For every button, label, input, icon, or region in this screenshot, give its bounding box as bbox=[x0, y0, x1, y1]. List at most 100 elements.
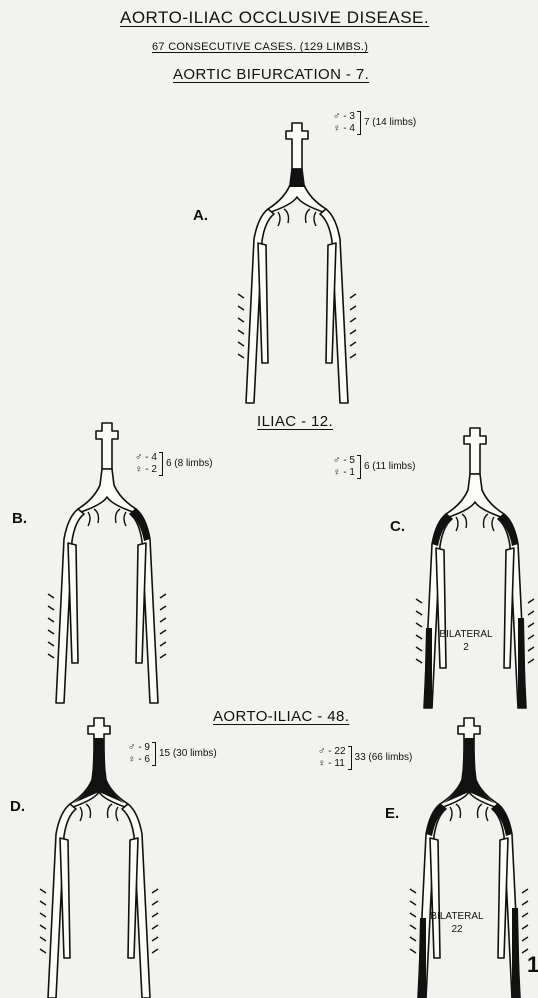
collateral-tick bbox=[160, 606, 166, 610]
collateral-tick bbox=[528, 659, 534, 663]
collateral-tick bbox=[522, 913, 528, 917]
collateral-tick bbox=[528, 623, 534, 627]
stats-b-total: 6 (8 limbs) bbox=[166, 458, 213, 470]
left-internal-iliac bbox=[80, 804, 91, 821]
collateral-tick bbox=[238, 306, 244, 310]
collateral-tick bbox=[152, 889, 158, 893]
label-e: E. bbox=[385, 805, 399, 822]
collateral-tick bbox=[528, 611, 534, 615]
vessel-diagram-d bbox=[34, 708, 164, 998]
collateral-tick bbox=[48, 654, 54, 658]
right-internal-iliac bbox=[478, 804, 489, 821]
collateral-tick bbox=[410, 937, 416, 941]
collateral-tick bbox=[152, 925, 158, 929]
right-internal-iliac bbox=[108, 804, 119, 821]
stats-d-total: 15 (30 limbs) bbox=[159, 748, 217, 760]
label-d: D. bbox=[10, 798, 25, 815]
right-profunda bbox=[128, 838, 138, 958]
vessel-diagram-e bbox=[404, 708, 534, 998]
collateral-tick bbox=[410, 949, 416, 953]
collateral-tick bbox=[40, 913, 46, 917]
stats-e-female: ♀ - 11 bbox=[318, 758, 346, 770]
collateral-tick bbox=[410, 901, 416, 905]
bilateral-note-c-label: BILATERAL bbox=[436, 628, 496, 641]
stats-a-total: 7 (14 limbs) bbox=[364, 117, 416, 129]
collateral-tick bbox=[416, 659, 422, 663]
collateral-tick bbox=[416, 611, 422, 615]
collateral-tick bbox=[48, 594, 54, 598]
bilateral-note-c: BILATERAL 2 bbox=[436, 628, 496, 654]
collateral-tick bbox=[238, 354, 244, 358]
collateral-tick bbox=[48, 618, 54, 622]
collateral-tick bbox=[152, 949, 158, 953]
collateral-tick bbox=[350, 318, 356, 322]
collateral-tick bbox=[40, 889, 46, 893]
occlusion-right-leg bbox=[512, 908, 520, 998]
left-profunda bbox=[258, 243, 268, 363]
collateral-tick bbox=[152, 913, 158, 917]
page-number: 1 bbox=[527, 952, 538, 978]
collateral-tick bbox=[160, 594, 166, 598]
collateral-tick bbox=[350, 294, 356, 298]
left-profunda bbox=[68, 543, 78, 663]
collateral-tick bbox=[160, 630, 166, 634]
page-subtitle: 67 CONSECUTIVE CASES. (129 LIMBS.) bbox=[152, 41, 368, 53]
bilateral-note-e: BILATERAL 22 bbox=[427, 910, 487, 936]
collateral-tick bbox=[48, 630, 54, 634]
collateral-tick bbox=[160, 642, 166, 646]
label-a: A. bbox=[193, 207, 208, 224]
aorta-bifurcation bbox=[446, 474, 504, 518]
aorta-stub bbox=[96, 423, 118, 469]
collateral-tick bbox=[350, 354, 356, 358]
right-profunda bbox=[498, 838, 508, 958]
right-internal-iliac bbox=[116, 509, 127, 526]
collateral-tick bbox=[416, 623, 422, 627]
collateral-tick bbox=[528, 647, 534, 651]
collateral-tick bbox=[48, 606, 54, 610]
collateral-tick bbox=[152, 937, 158, 941]
collateral-tick bbox=[40, 901, 46, 905]
collateral-tick bbox=[152, 901, 158, 905]
label-b: B. bbox=[12, 510, 27, 527]
label-c: C. bbox=[390, 518, 405, 535]
occlusion-right-leg bbox=[518, 618, 526, 708]
collateral-tick bbox=[350, 342, 356, 346]
collateral-tick bbox=[522, 925, 528, 929]
brace-icon bbox=[357, 455, 361, 479]
bilateral-note-e-count: 22 bbox=[427, 923, 487, 936]
stats-e: ♂ - 22♀ - 11 33 (66 limbs) bbox=[318, 746, 412, 770]
section-aorto-iliac: AORTO-ILIAC - 48. bbox=[213, 708, 349, 725]
occlusion-left-leg bbox=[424, 628, 432, 708]
left-profunda bbox=[430, 838, 440, 958]
collateral-tick bbox=[522, 901, 528, 905]
collateral-tick bbox=[40, 949, 46, 953]
brace-icon bbox=[348, 746, 352, 770]
collateral-tick bbox=[528, 599, 534, 603]
stats-c-male: ♂ - 5 bbox=[333, 455, 355, 467]
vessel-diagram-b bbox=[42, 413, 172, 703]
collateral-tick bbox=[350, 306, 356, 310]
bilateral-note-e-label: BILATERAL bbox=[427, 910, 487, 923]
aorta-bifurcation bbox=[78, 469, 136, 513]
section-aortic-bifurcation: AORTIC BIFURCATION - 7. bbox=[173, 66, 369, 83]
left-internal-iliac bbox=[450, 804, 461, 821]
vessel-diagram-a bbox=[232, 113, 362, 403]
vessel-diagram-c bbox=[410, 418, 538, 708]
collateral-tick bbox=[48, 642, 54, 646]
collateral-tick bbox=[160, 618, 166, 622]
aorta-stub bbox=[464, 428, 486, 474]
page-title: AORTO-ILIAC OCCLUSIVE DISEASE. bbox=[120, 8, 429, 28]
occlusion-aortic-bifurcation bbox=[290, 169, 304, 187]
stats-c-total: 6 (11 limbs) bbox=[364, 461, 416, 473]
aorta-stub bbox=[286, 123, 308, 169]
collateral-tick bbox=[238, 318, 244, 322]
right-profunda bbox=[136, 543, 146, 663]
collateral-tick bbox=[40, 937, 46, 941]
collateral-tick bbox=[350, 330, 356, 334]
collateral-tick bbox=[416, 599, 422, 603]
occlusion-left-leg bbox=[418, 918, 426, 998]
right-profunda bbox=[504, 548, 514, 668]
collateral-tick bbox=[522, 889, 528, 893]
collateral-tick bbox=[410, 925, 416, 929]
right-internal-iliac bbox=[484, 514, 495, 531]
